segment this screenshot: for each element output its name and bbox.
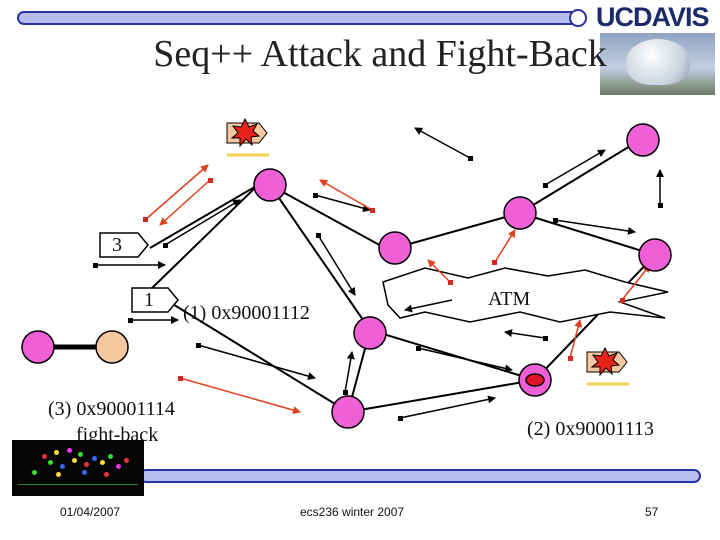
link (149, 184, 259, 249)
router-core (525, 373, 545, 387)
link (149, 289, 349, 413)
link (519, 212, 656, 256)
red-arrow (427, 259, 451, 283)
logo-photo (600, 33, 715, 95)
red-arrow (319, 179, 373, 211)
link (269, 184, 386, 249)
tag-1-label: 1 (144, 289, 154, 311)
arrow (544, 149, 606, 186)
endpoint-black (196, 343, 201, 348)
visualization-thumbnail (12, 440, 144, 496)
footer-date: 01/04/2007 (60, 505, 121, 519)
arrow (417, 347, 513, 373)
endpoint-red (448, 280, 453, 285)
slide-title: Seq++ Attack and Fight-Back (153, 33, 607, 75)
endpoint-red (370, 208, 375, 213)
endpoint-markers (93, 156, 663, 421)
router-node (331, 395, 365, 429)
link (347, 379, 536, 413)
endpoint-black (416, 346, 421, 351)
endpoint-black (543, 336, 548, 341)
endpoint-black (343, 390, 348, 395)
host-node (21, 330, 55, 364)
red-arrow (159, 179, 211, 226)
arrow (317, 234, 356, 296)
link (534, 254, 656, 381)
arrow (399, 395, 496, 419)
router-node (253, 168, 287, 202)
network-links (149, 139, 656, 413)
red-arrow (621, 264, 651, 301)
link (394, 212, 521, 249)
host-node (95, 330, 129, 364)
endpoint-red (178, 376, 183, 381)
endpoint-red (208, 178, 213, 183)
tag-3-shape (99, 232, 149, 258)
page-number: 57 (645, 505, 659, 519)
endpoint-red (620, 298, 625, 303)
tag-3-label: 3 (112, 234, 122, 256)
arrow (504, 329, 546, 339)
link (519, 139, 641, 214)
step3-label-line1: (3) 0x90001114 (48, 398, 175, 420)
arrow (344, 351, 355, 393)
endpoint-red (143, 217, 148, 222)
endpoint-black (468, 156, 473, 161)
arrow (554, 219, 636, 235)
atm-cloud (382, 267, 669, 323)
red-arrow (144, 164, 209, 221)
tag-1-shape (131, 287, 179, 313)
endpoint-black (128, 318, 133, 323)
intruder-icon (226, 117, 269, 157)
router-node (503, 196, 537, 230)
router-node (353, 316, 387, 350)
endpoint-black (658, 203, 663, 208)
endpoint-black (543, 183, 548, 188)
arrow (197, 344, 316, 380)
black-arrows (95, 127, 664, 419)
red-arrows (144, 164, 651, 414)
bottom-bar (139, 469, 701, 483)
router-node (378, 231, 412, 265)
endpoint-black (163, 243, 168, 248)
network-nodes (21, 123, 672, 429)
red-arrow (494, 229, 516, 263)
top-bar (17, 9, 587, 27)
endpoint-red (492, 260, 497, 265)
arrow (164, 199, 241, 246)
intruder-icon (586, 346, 629, 386)
step1-label: (1) 0x90001112 (183, 302, 310, 324)
link (369, 329, 536, 381)
arrow (404, 299, 453, 313)
endpoint-red (568, 356, 573, 361)
endpoint-black (316, 233, 321, 238)
router-node (638, 238, 672, 272)
arrow (314, 194, 371, 213)
arrow (414, 127, 471, 159)
red-arrow (179, 377, 301, 414)
router-node (626, 123, 660, 157)
endpoint-black (553, 218, 558, 223)
ucdavis-logo: UCDAVIS (596, 2, 710, 32)
endpoint-black (313, 193, 318, 198)
link (269, 184, 371, 331)
endpoint-black (93, 263, 98, 268)
red-arrow (569, 319, 583, 359)
atm-label: ATM (488, 288, 531, 310)
step2-label: (2) 0x90001113 (527, 418, 654, 440)
endpoint-black (398, 416, 403, 421)
footer-course: ecs236 winter 2007 (300, 505, 405, 519)
